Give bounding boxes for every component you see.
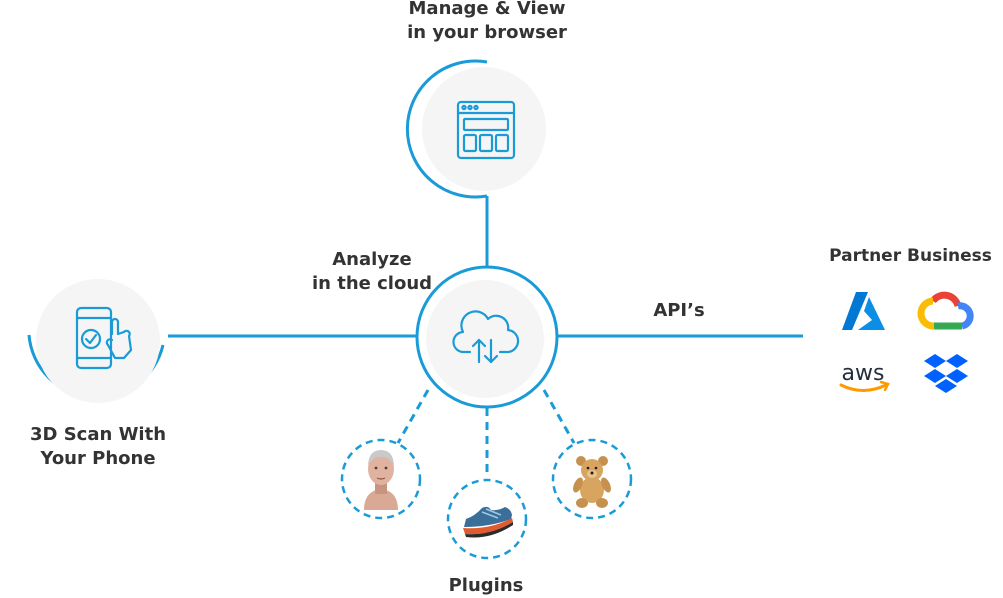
connector-cloud-bear [542,389,576,444]
teddy-bear-thumbnail [573,456,611,508]
plugin-face-node [340,438,422,520]
face-scan-thumbnail [364,450,398,510]
browser-label-line1: Manage & View [408,0,566,19]
aws-logo-text: aws [842,361,885,386]
cloud-sync-icon [452,310,520,364]
plugin-sneaker-node [446,478,528,560]
plugin-bear-node [551,438,633,520]
sneaker-thumbnail [463,506,513,538]
phone-label-line2: Your Phone [40,448,156,469]
cloud-node-label: Analyze in the cloud [282,248,462,296]
browser-label-line2: in your browser [407,22,567,43]
connector-cloud-face [396,389,430,444]
phone-node [27,279,165,403]
browser-window-icon [456,100,516,160]
cloud-label-line2: in the cloud [311,273,433,294]
aws-logo: aws [839,361,890,392]
api-label: API’s [653,300,705,321]
cloud-node [415,265,559,409]
dropbox-logo [924,354,968,393]
phone-label-line1: 3D Scan With [29,424,167,445]
azure-logo [842,292,885,330]
google-cloud-logo [917,291,974,330]
plugins-label: Plugins [448,575,524,596]
partner-business-title: Partner Business [829,246,992,266]
phone-node-label: 3D Scan With Your Phone [8,423,188,471]
phone-tap-icon [75,306,133,370]
browser-node-label: Manage & View in your browser [387,0,587,45]
browser-node [405,59,546,199]
cloud-label-line1: Analyze [332,249,412,270]
